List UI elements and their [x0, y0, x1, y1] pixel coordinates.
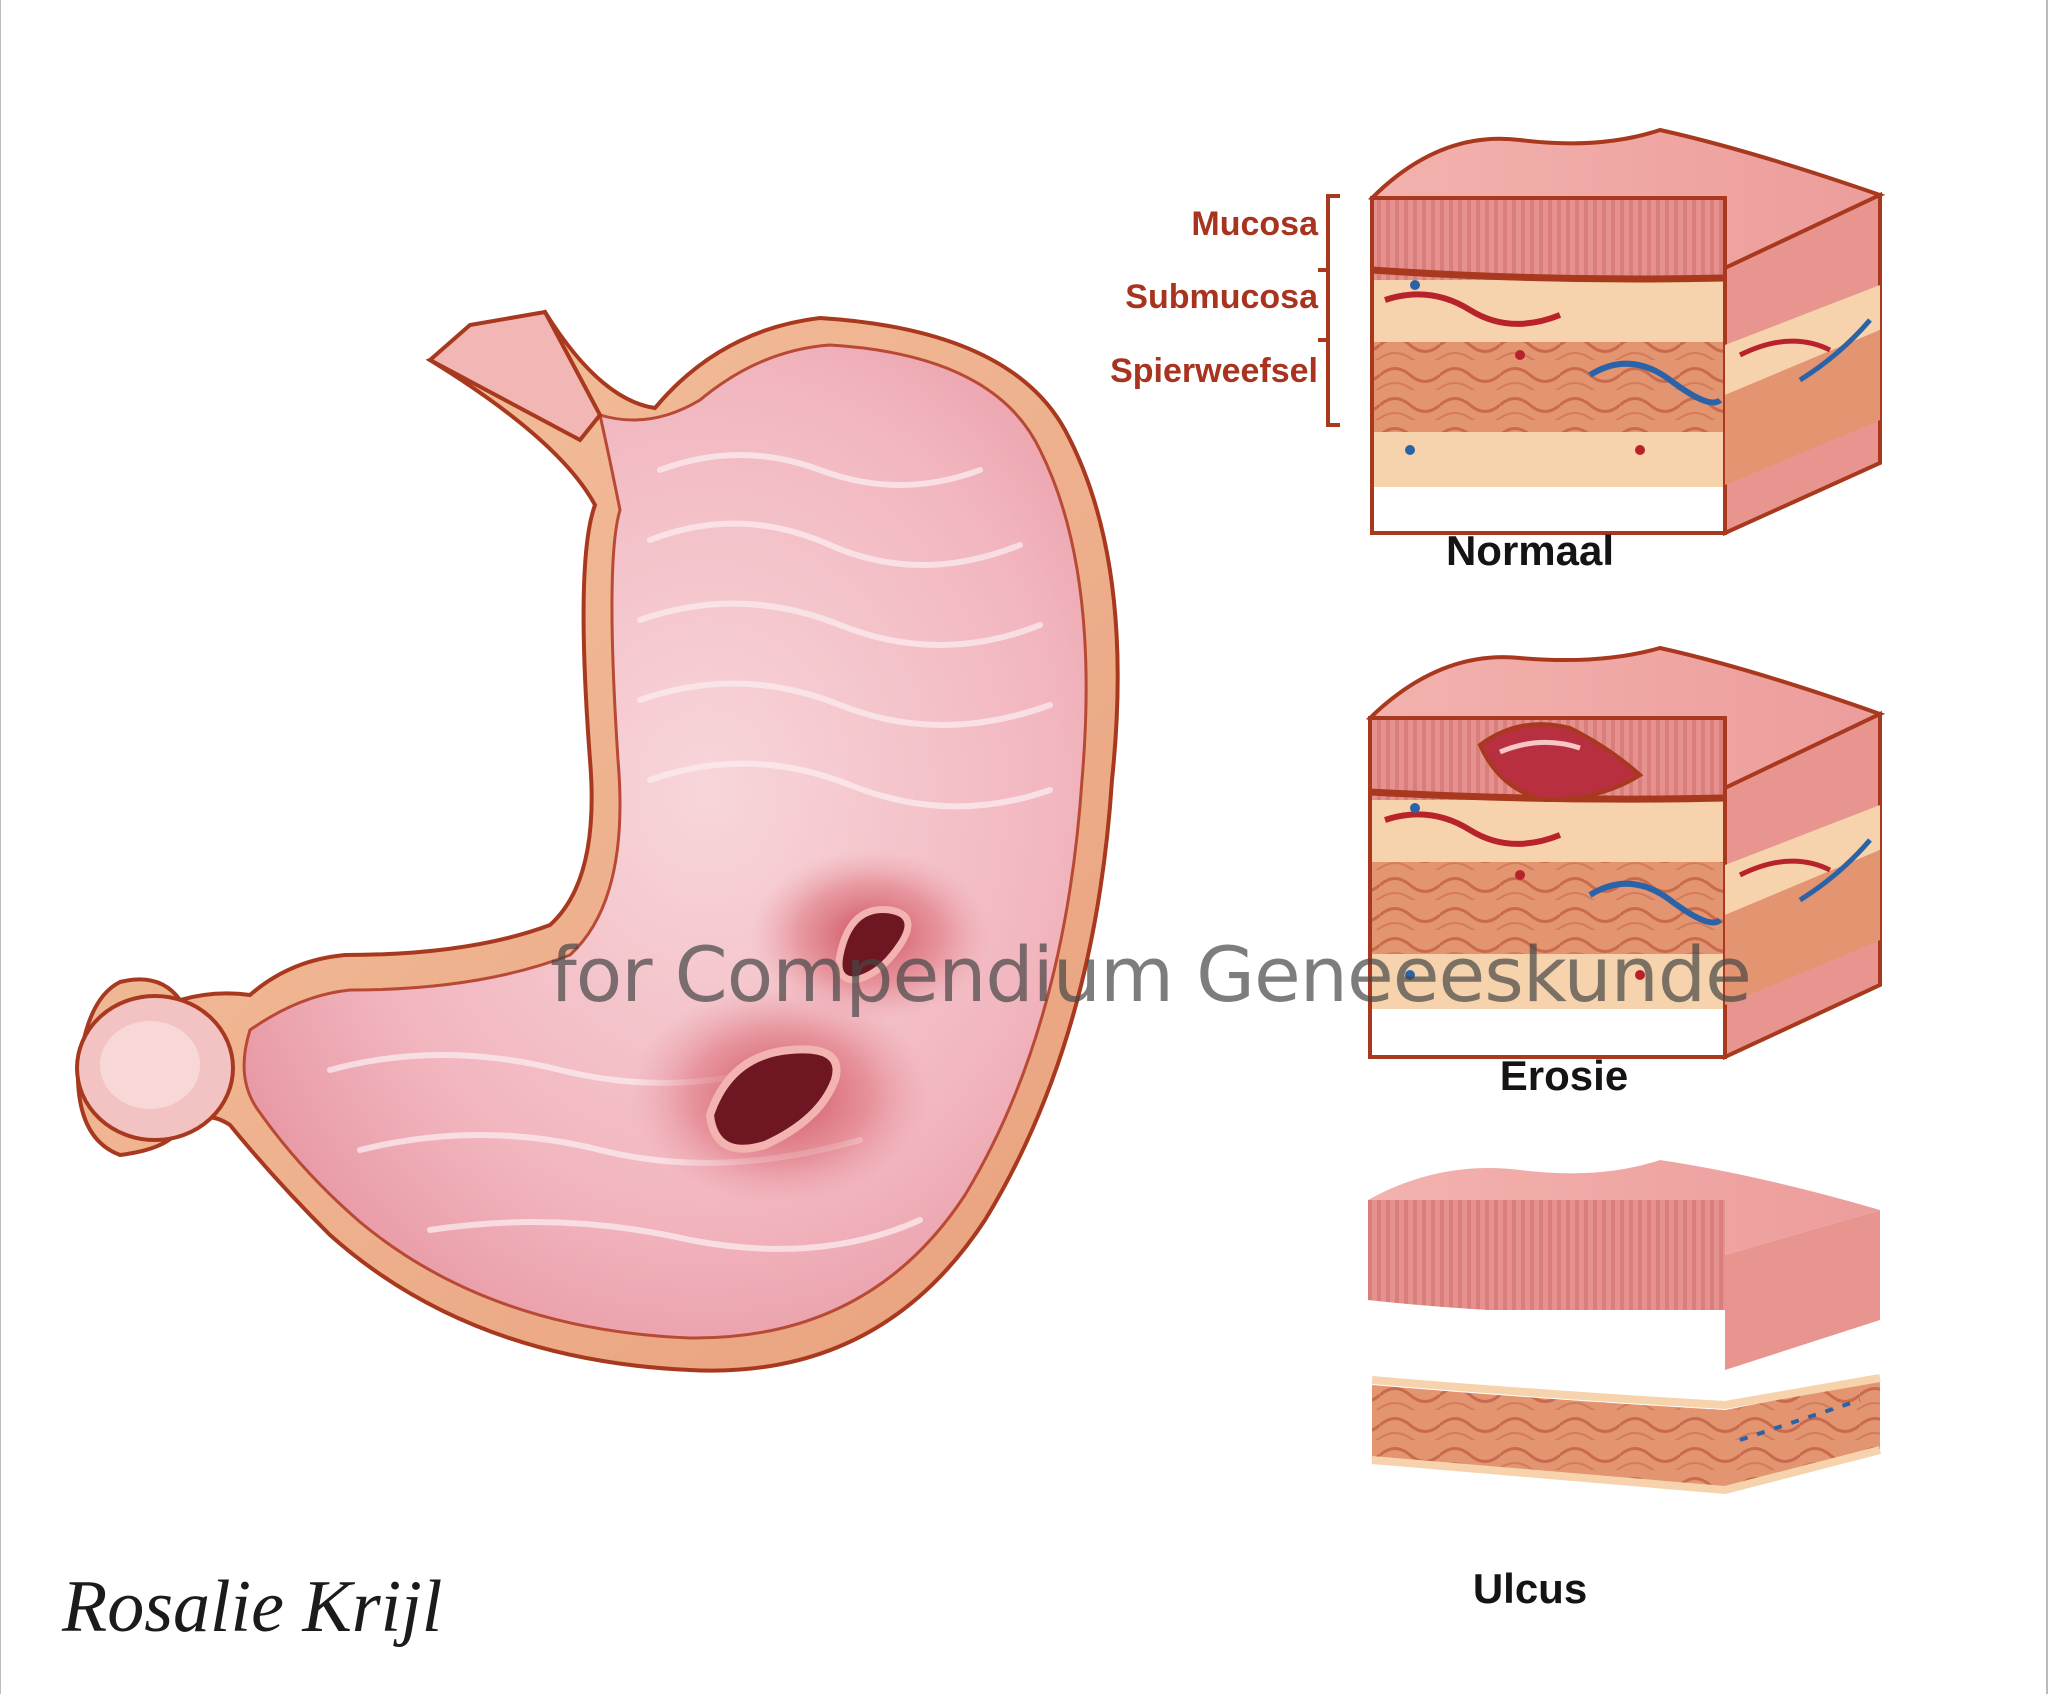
label-ulcus: Ulcus	[1472, 1565, 1588, 1612]
tissue-block-ulcer	[1368, 1160, 1881, 1495]
stomach	[75, 309, 1120, 1373]
label-submucosa: Submucosa	[1125, 278, 1318, 316]
tissue-block-normal	[1318, 127, 1886, 537]
watermark: for Compendium Geneeeskunde	[550, 930, 1752, 1019]
ulcer-crater-lower	[705, 1045, 841, 1153]
label-normaal: Normaal	[1445, 527, 1615, 574]
esophagus	[426, 309, 603, 443]
tissue-block-erosion	[1365, 645, 1886, 1061]
label-erosie: Erosie	[1499, 1052, 1629, 1099]
ulcer-crater-upper	[835, 906, 912, 984]
label-mucosa: Mucosa	[1191, 205, 1318, 243]
label-spierweefsel: Spierweefsel	[1110, 352, 1318, 390]
artist-signature: Rosalie Krijl	[62, 1566, 443, 1648]
stomach-mucosa-lining	[242, 343, 1088, 1340]
